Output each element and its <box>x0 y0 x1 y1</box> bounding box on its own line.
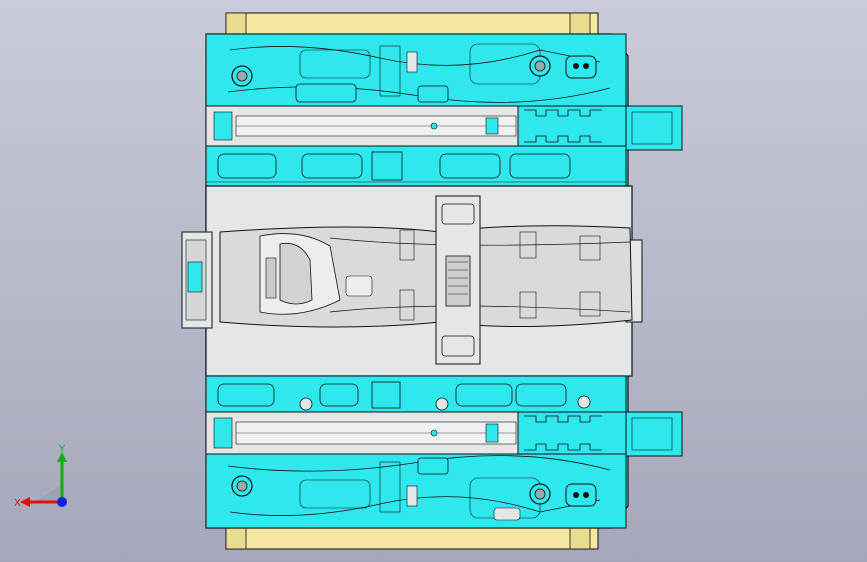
bottom-insulation-plate <box>225 526 599 550</box>
bottom-right-block <box>565 483 597 507</box>
upper-cooling-band <box>205 145 627 187</box>
lower-cooling-band <box>205 375 627 413</box>
top-slider-block <box>517 105 627 147</box>
bottom-right-cylinder <box>625 411 683 457</box>
top-insulation-end-right <box>569 12 591 37</box>
top-insulation-end-left <box>225 12 247 37</box>
top-right-block <box>565 55 597 79</box>
triad-x-label: X <box>14 498 21 509</box>
bottom-insulation-end-right <box>569 526 591 550</box>
top-insulation-plate <box>225 12 599 37</box>
triad-y-label: Y <box>58 444 66 455</box>
triad-z-axis <box>57 497 67 507</box>
bottom-slider-block <box>517 411 627 455</box>
bottom-insulation-end-left <box>225 526 247 550</box>
top-right-cylinder <box>625 105 683 151</box>
reference-triad: Y X <box>14 444 67 509</box>
